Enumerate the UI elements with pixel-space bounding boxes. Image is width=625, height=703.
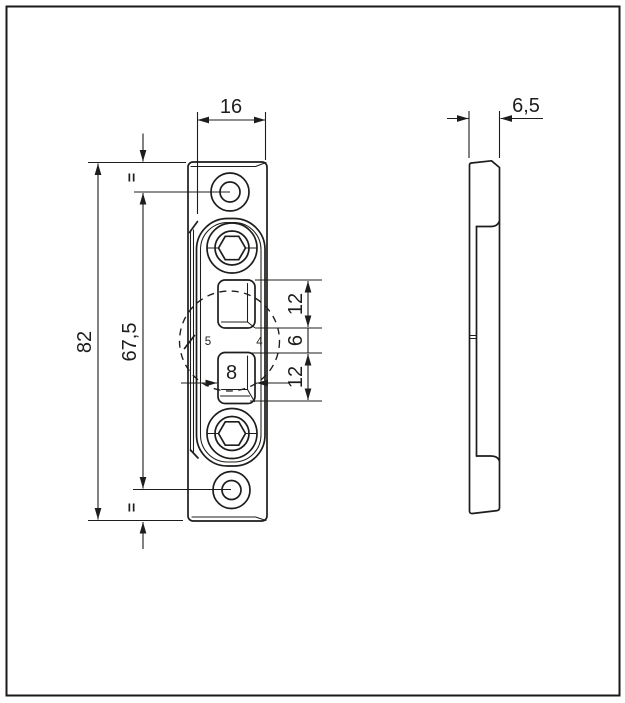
dim-width-16: 16 [196, 96, 267, 214]
insert-top-cap [188, 220, 199, 234]
dim-thickness-6-5: 6,5 [447, 95, 543, 158]
dim-label-slot-width: 8 [226, 362, 237, 384]
equal-bottom-label: = [124, 503, 141, 512]
side-step-bottom [475, 455, 501, 462]
dim-label-overall-height: 82 [74, 331, 96, 353]
raised-insert-outline [195, 217, 266, 467]
insert-bottom-cap [189, 449, 199, 459]
side-step-top [475, 220, 501, 228]
dim-label-hole-spacing: 67,5 [119, 323, 141, 362]
dim-label-width: 16 [220, 96, 242, 118]
dim-right-chain: 12 6 12 [250, 279, 322, 402]
insert-center-notch [183, 334, 196, 350]
dim-label-lower-slot: 12 [285, 366, 307, 388]
hex-socket-top [217, 235, 247, 261]
dim-label-gap: 6 [285, 335, 307, 346]
base-plate-outline [187, 161, 268, 522]
plate-bottom-bevel [191, 516, 267, 522]
hex-screw-top [206, 222, 258, 274]
hex-screw-bottom [206, 407, 258, 460]
front-view: 5 4 [178, 161, 281, 522]
mark-right-label: 4 [256, 337, 263, 349]
upper-slot [217, 279, 256, 329]
dim-hole-spacing-67-5: 67,5 [119, 191, 231, 491]
dim-height-82: 82 [74, 161, 186, 522]
equal-mark-bottom: = [124, 503, 147, 549]
hex-socket-bottom [217, 420, 247, 447]
detail-circle-dashed [178, 290, 281, 392]
dim-label-upper-slot: 12 [285, 293, 307, 315]
side-profile-outline [468, 159, 501, 515]
plate-top-bevel [190, 161, 267, 168]
page-border [5, 5, 621, 697]
equal-top-label: = [124, 173, 141, 182]
dim-label-thickness: 6,5 [512, 95, 540, 117]
dim-slot-width-8: 8 [181, 362, 289, 387]
mark-left-label: 5 [205, 336, 211, 348]
equal-mark-top: = [124, 133, 147, 182]
side-view [468, 159, 501, 515]
